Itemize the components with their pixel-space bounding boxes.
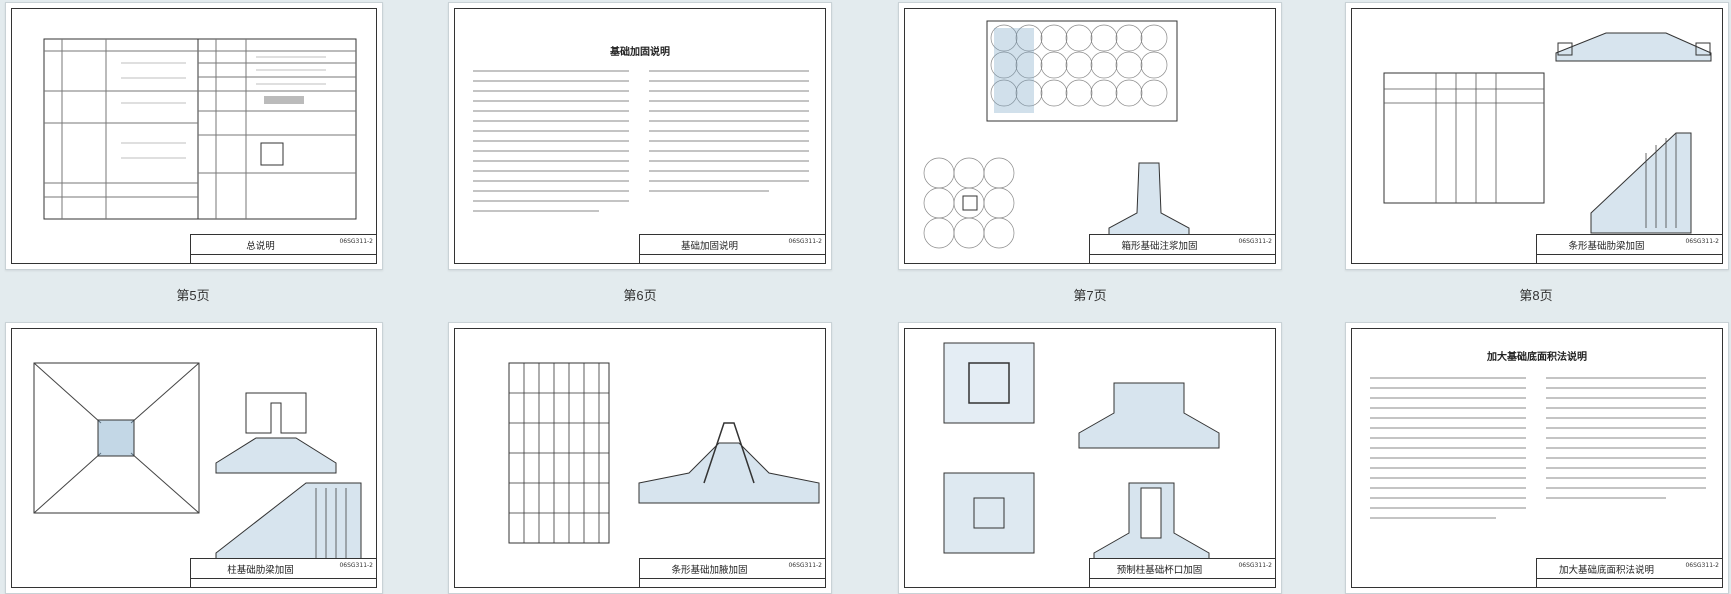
page-thumbnail-11[interactable]: 预制柱基础杯口加固 06SG311-2: [898, 322, 1282, 594]
text-block: [473, 70, 809, 212]
atlas-code: 06SG311-2: [1685, 562, 1719, 569]
page-label-6[interactable]: 第6页: [623, 288, 657, 303]
drawing-title: 预制柱基础杯口加固: [1116, 565, 1203, 576]
text-block: [1370, 377, 1706, 519]
drawing-frame: [11, 8, 377, 264]
haunch-drawing: [508, 362, 820, 544]
document-heading: 基础加固说明: [610, 47, 670, 58]
drawing-frame: [454, 328, 826, 588]
drawing-frame: [904, 328, 1276, 588]
page-label-8[interactable]: 第8页: [1519, 288, 1553, 303]
atlas-code: 06SG311-2: [1238, 562, 1272, 569]
rib-beam-drawing: [1383, 32, 1712, 234]
column-footing-drawing: [33, 362, 362, 569]
drawing-title: 总说明: [246, 241, 275, 252]
drawing-title: 条形基础肋梁加固: [1568, 241, 1645, 252]
page-thumbnail-5[interactable]: 总说明 06SG311-2: [5, 2, 383, 270]
page-thumbnail-9[interactable]: 柱基础肋梁加固 06SG311-2: [5, 322, 383, 594]
drawing-frame: [11, 328, 377, 588]
table-drawing: [43, 38, 357, 220]
title-block: 加大基础底面积法说明 06SG311-2: [1536, 558, 1722, 587]
drawing-frame: [1351, 328, 1723, 588]
drawing-title: 柱基础肋梁加固: [227, 565, 294, 576]
page-thumbnail-7[interactable]: 箱形基础注浆加固 06SG311-2: [898, 2, 1282, 270]
drawing-title: 箱形基础注浆加固: [1121, 241, 1198, 252]
drawing-title: 条形基础加腋加固: [671, 565, 748, 576]
page-label-5[interactable]: 第5页: [176, 288, 210, 303]
atlas-code: 06SG311-2: [1685, 238, 1719, 245]
atlas-code: 06SG311-2: [1238, 238, 1272, 245]
title-block: 条形基础加腋加固 06SG311-2: [639, 558, 825, 587]
grouting-drawing: [923, 20, 1190, 249]
title-block: 总说明 06SG311-2: [190, 234, 376, 263]
atlas-code: 06SG311-2: [788, 238, 822, 245]
title-block: 柱基础肋梁加固 06SG311-2: [190, 558, 376, 587]
drawing-frame: [1351, 8, 1723, 264]
page-thumbnail-10[interactable]: 条形基础加腋加固 06SG311-2: [448, 322, 832, 594]
page-label-7[interactable]: 第7页: [1073, 288, 1107, 303]
drawing-title: 基础加固说明: [680, 241, 738, 252]
title-block: 条形基础肋梁加固 06SG311-2: [1536, 234, 1722, 263]
title-block: 预制柱基础杯口加固 06SG311-2: [1089, 558, 1275, 587]
drawing-frame: [454, 8, 826, 264]
atlas-code: 06SG311-2: [339, 238, 373, 245]
drawing-title: 加大基础底面积法说明: [1558, 565, 1654, 576]
title-block: 箱形基础注浆加固 06SG311-2: [1089, 234, 1275, 263]
drawing-frame: [904, 8, 1276, 264]
atlas-code: 06SG311-2: [788, 562, 822, 569]
page-thumbnail-6[interactable]: 基础加固说明 基础加固说明 06SG311-2: [448, 2, 832, 270]
atlas-code: 06SG311-2: [339, 562, 373, 569]
page-thumbnail-8[interactable]: 条形基础肋梁加固 06SG311-2: [1345, 2, 1729, 270]
cup-socket-drawing: [943, 342, 1220, 569]
page-thumbnail-12[interactable]: 加大基础底面积法说明 加大基础底面积法说明 06SG311-2: [1345, 322, 1729, 594]
document-heading: 加大基础底面积法说明: [1487, 352, 1587, 363]
title-block: 基础加固说明 06SG311-2: [639, 234, 825, 263]
